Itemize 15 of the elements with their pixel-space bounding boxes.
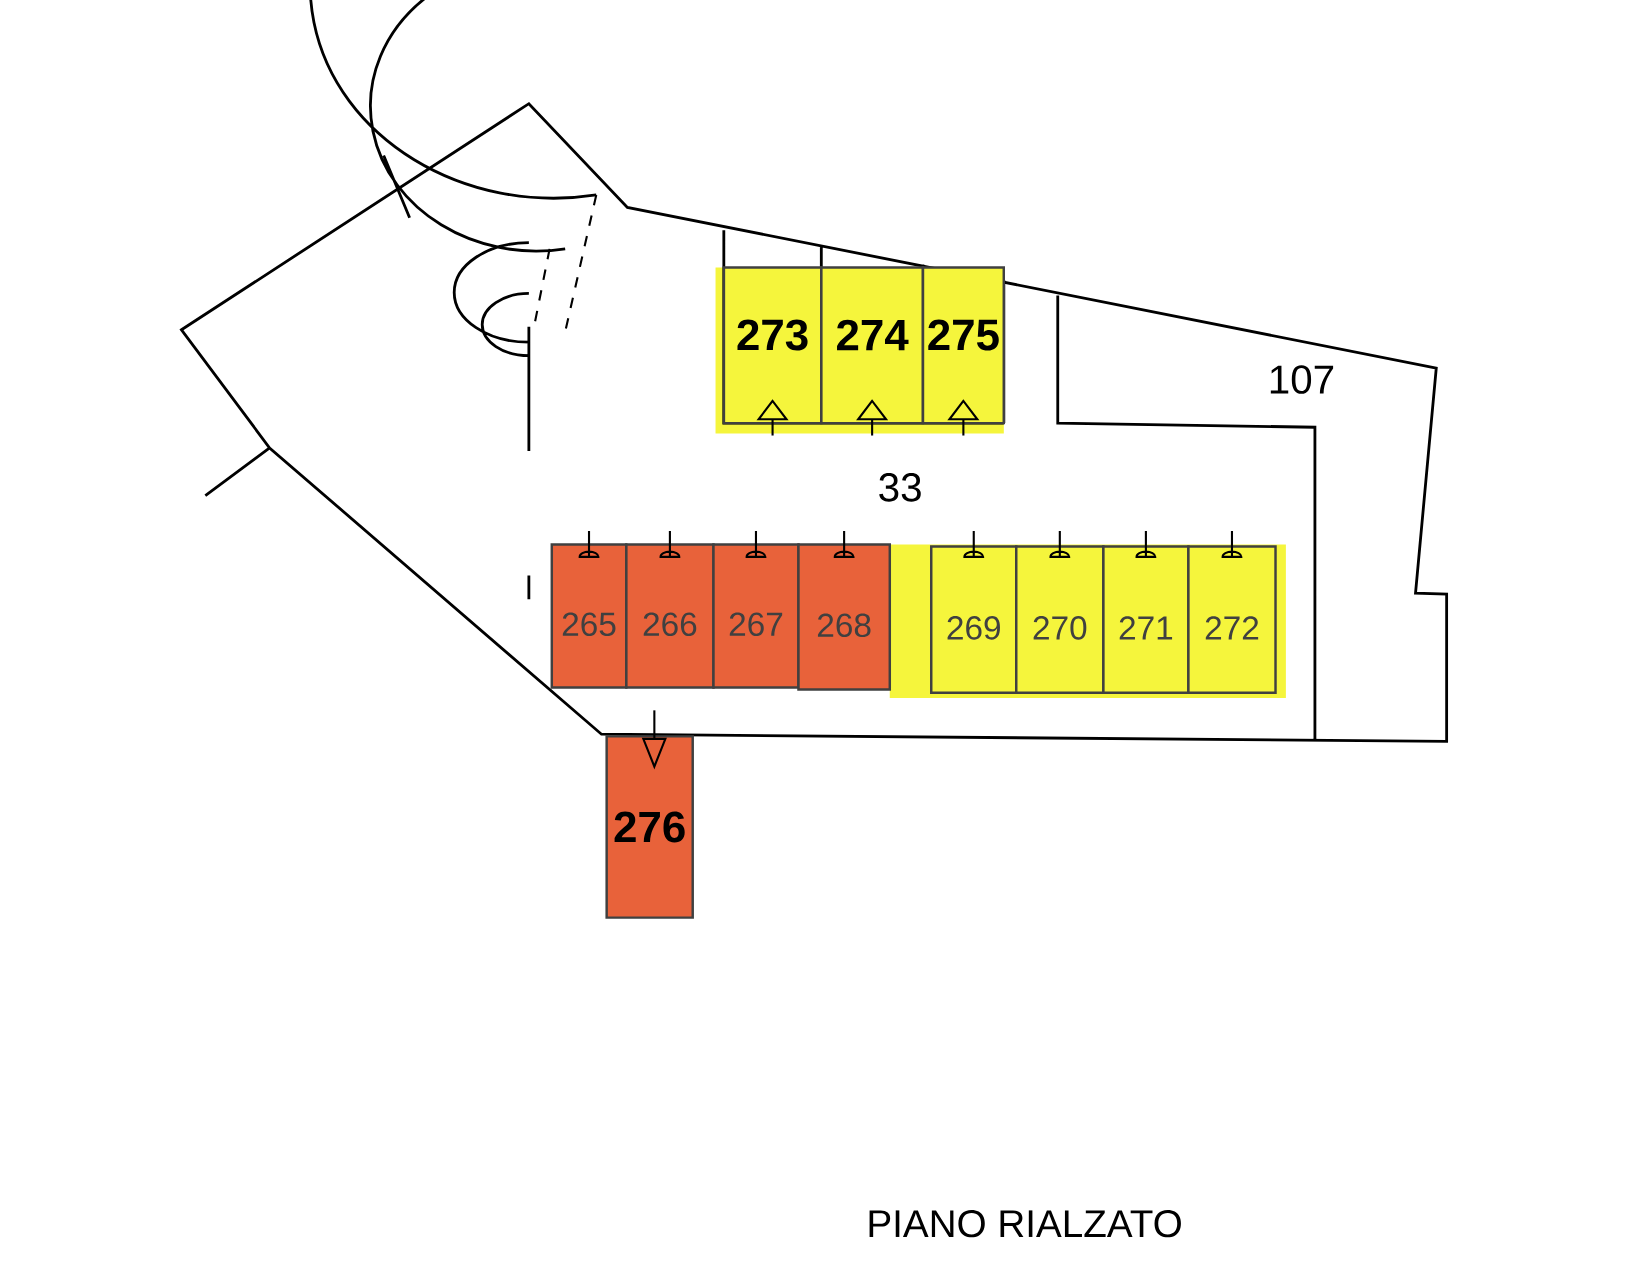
parking-space: 273 xyxy=(722,266,823,425)
parking-space: 272 xyxy=(1187,545,1277,694)
parking-space: 274 xyxy=(820,266,925,425)
parking-space: 276 xyxy=(605,735,694,919)
parking-space: 267 xyxy=(712,543,800,689)
parking-space: 275 xyxy=(921,266,1005,425)
floor-caption: PIANO RIALZATO xyxy=(869,1210,1181,1238)
parking-space: 266 xyxy=(625,543,715,689)
area-number: 33 xyxy=(879,473,921,502)
area-number: 107 xyxy=(1270,365,1334,394)
parking-space: 270 xyxy=(1015,545,1105,694)
parking-space: 268 xyxy=(797,543,891,691)
parking-space: 269 xyxy=(930,545,1018,694)
parking-space: 265 xyxy=(550,543,628,689)
parking-space: 271 xyxy=(1102,545,1190,694)
